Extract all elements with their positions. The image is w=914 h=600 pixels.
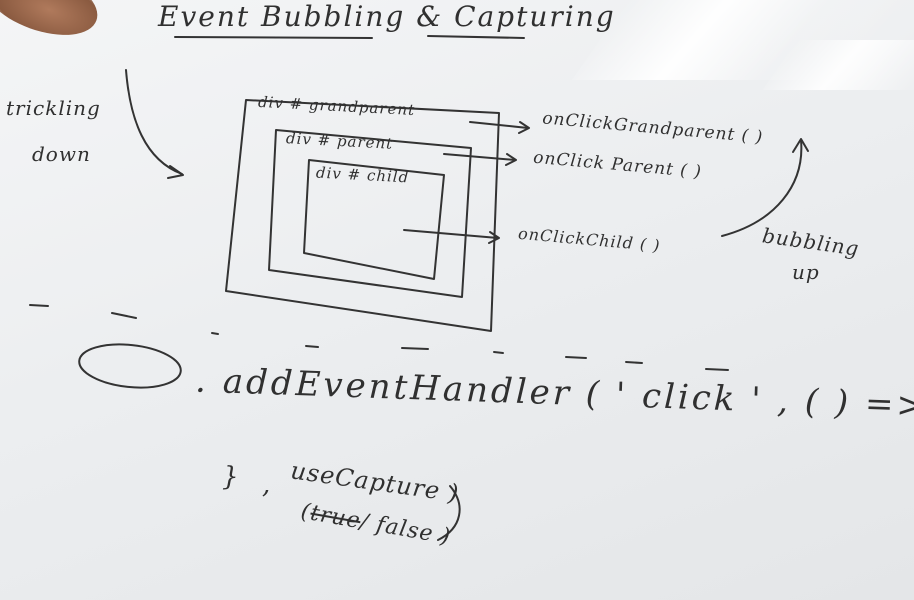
- trickling-arrow: [125, 69, 183, 175]
- child-box: [303, 159, 445, 280]
- parent-box: [268, 129, 472, 298]
- separator-dash: [493, 351, 504, 354]
- separator-dash: [111, 312, 137, 319]
- separator-dash: [565, 356, 587, 359]
- arrow-child: [403, 229, 499, 239]
- title-underline: [427, 35, 525, 39]
- down-label: down: [32, 142, 91, 166]
- separator-dash: [705, 368, 729, 371]
- separator-dash: [211, 332, 219, 335]
- bubbling-arrow-head: [792, 138, 809, 153]
- arrow-parent-head: [505, 153, 517, 166]
- arrow-grandparent: [469, 121, 529, 129]
- separator-dash: [29, 304, 49, 307]
- comma: ,: [262, 470, 272, 500]
- usecapture-bracket: [437, 485, 461, 541]
- arrow-grandparent-head: [518, 121, 530, 134]
- trickling-label: trickling: [6, 96, 101, 120]
- arrow-parent: [443, 153, 516, 161]
- grandparent-box: [225, 99, 500, 332]
- close-brace: }: [222, 462, 240, 492]
- page-title: Event Bubbling & Capturing: [158, 0, 616, 33]
- trickling-arrow-head: [167, 165, 184, 179]
- separator-dash: [625, 361, 643, 364]
- title-underline: [174, 36, 373, 39]
- up-label: up: [792, 260, 820, 284]
- bubbling-arrow: [721, 139, 803, 237]
- separator-dash: [401, 347, 429, 350]
- element-oval: [78, 343, 182, 389]
- arrow-child-head: [488, 231, 500, 244]
- separator-dash: [305, 345, 319, 348]
